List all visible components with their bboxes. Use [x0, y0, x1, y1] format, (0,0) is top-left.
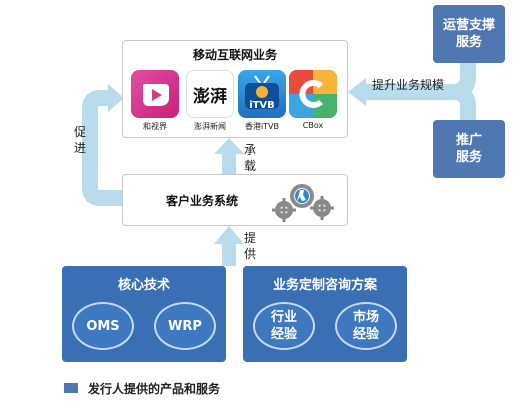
- customer-system-title: 客户业务系统: [165, 194, 238, 208]
- heshijie-app-icon: [131, 70, 179, 118]
- wrp-oval: WRP: [154, 302, 216, 350]
- legend-text: 发行人提供的产品和服务: [88, 382, 221, 396]
- oms-text: OMS: [86, 318, 120, 334]
- carry-label: 承载: [243, 143, 256, 173]
- mobile-internet-title: 移动互联网业务: [192, 48, 277, 62]
- cbox-app-label: CBox: [302, 121, 324, 130]
- scale-arrow-head: [348, 78, 366, 106]
- cbox-app-icon: [289, 70, 337, 118]
- carry-arrow-head: [214, 138, 244, 154]
- promote-label: 促进: [73, 125, 86, 155]
- itvb-app-label: 香港iTVB: [244, 122, 280, 131]
- heshijie-app-label: 和视界: [143, 122, 167, 131]
- scale-label: 提升业务规模: [372, 78, 445, 92]
- solution-title: 业务定制咨询方案: [272, 278, 377, 293]
- itvb-app-icon: iTVB: [238, 70, 286, 118]
- market-exp-oval: 市场 经验: [335, 302, 397, 350]
- pengpai-app-icon: 澎湃: [186, 70, 234, 118]
- provide-arrow-head: [214, 226, 244, 244]
- carry-arrow-shaft: [222, 152, 236, 174]
- core-tech-title: 核心技术: [117, 278, 170, 293]
- itvb-logo-text: iTVB: [249, 100, 275, 111]
- promote-arrow-head: [108, 84, 124, 112]
- ops-support-box: 运营支撑 服务: [433, 5, 505, 63]
- promotion-text: 推广 服务: [455, 133, 482, 165]
- promotion-arrow: [451, 84, 476, 120]
- pengpai-logo-text: 澎湃: [193, 86, 227, 107]
- gears-icon: [272, 184, 334, 222]
- provide-arrow-shaft: [222, 242, 236, 266]
- promotion-box: 推广 服务: [433, 120, 505, 178]
- provide-label: 提供: [243, 231, 256, 261]
- industry-exp-oval: 行业 经验: [253, 302, 315, 350]
- industry-exp-text: 行业 经验: [270, 310, 297, 342]
- oms-oval: OMS: [72, 302, 134, 350]
- market-exp-text: 市场 经验: [352, 310, 379, 342]
- pengpai-app-label: 澎湃新闻: [194, 122, 226, 131]
- promote-loop-arrow: [82, 90, 122, 206]
- ops-support-text: 运营支撑 服务: [442, 18, 495, 50]
- wrp-text: WRP: [168, 318, 202, 334]
- legend-swatch: [64, 383, 78, 393]
